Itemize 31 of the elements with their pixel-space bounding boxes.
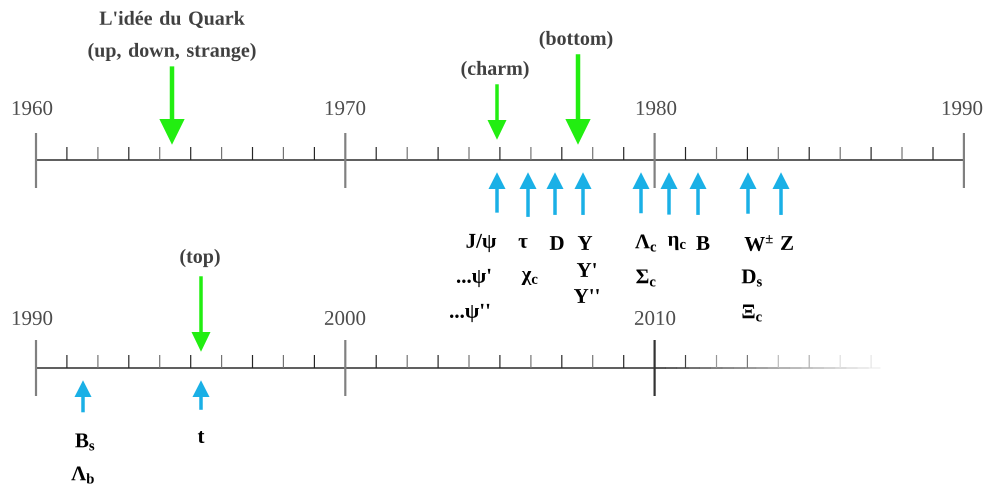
quark-label: (charm) (461, 60, 529, 80)
particle-label: Υ' (576, 263, 596, 277)
particle-label: Σ$_{c}$ (636, 270, 656, 286)
year-label: 1970 (326, 100, 366, 116)
particle-label: W$^{±}$ (744, 234, 773, 252)
particle-label: B (696, 236, 710, 250)
particle-label: Υ (578, 236, 592, 250)
particle-label: D$_{s}$ (742, 270, 762, 286)
particle-label: Λ$_{b}$ (71, 466, 94, 484)
particle-label: D (550, 236, 564, 250)
particle-label: Z (781, 236, 793, 250)
particle-label: Λ$_{c}$ (635, 234, 656, 252)
particle-label: Ξ$_{c}$ (742, 304, 762, 322)
particle-label: χ$_{c}$ (522, 270, 538, 286)
quark-label: (bottom) (540, 30, 612, 50)
particle-label: ...ψ' (456, 268, 490, 288)
particle-label: B$_{s}$ (75, 434, 94, 450)
particle-label: τ (518, 238, 528, 248)
year-label: 1990 (12, 310, 52, 326)
quark-label: (top) (180, 248, 220, 268)
particle-label: t (198, 431, 204, 444)
quark-label: L'idée du Quark (up, down, strange) (88, 10, 256, 62)
year-label: 2000 (324, 310, 366, 326)
year-label: 2010 (634, 310, 676, 326)
particle-label: ...ψ'' (450, 304, 490, 322)
particle-label: Υ'' (574, 289, 599, 303)
year-label: 1960 (12, 100, 52, 116)
year-label: 1980 (636, 100, 676, 116)
year-label: 1990 (942, 100, 982, 116)
particle-label: J/ψ (466, 234, 496, 252)
particle-label: η$_{c}$ (668, 236, 686, 250)
